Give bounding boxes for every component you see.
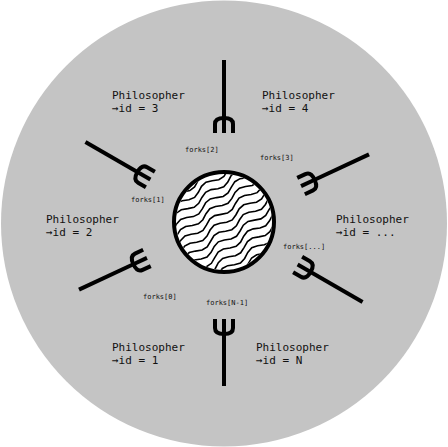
fork-stroke: [130, 250, 151, 273]
fork-stroke: [222, 60, 226, 118]
philosopher-label: Philosopher →id = 3: [112, 89, 191, 115]
forks: [75, 60, 373, 386]
fork-symbol: [215, 319, 233, 386]
fork-stroke: [297, 172, 318, 195]
fork-stroke: [298, 265, 311, 273]
fork-label: forks[N-1]: [206, 299, 248, 308]
philosopher-label: Philosopher →id = 2: [46, 213, 125, 239]
noodle-line: [156, 164, 277, 252]
fork-label: forks[...]: [283, 243, 325, 252]
fork-symbol: [293, 257, 367, 310]
fork-stroke: [293, 257, 315, 280]
noodles: [128, 125, 323, 317]
fork-stroke: [222, 118, 226, 133]
fork-stroke: [133, 164, 155, 187]
fork-label: forks[2]: [185, 146, 219, 155]
fork-label: forks[3]: [260, 154, 294, 163]
plate-rim: [174, 172, 274, 272]
fork-stroke: [215, 319, 233, 334]
fork-symbol: [215, 60, 233, 133]
noodle-line: [197, 223, 318, 311]
fork-stroke: [311, 272, 363, 302]
fork-stroke: [133, 258, 147, 264]
philosopher-label: Philosopher →id = 1: [112, 341, 191, 367]
fork-stroke: [301, 180, 315, 186]
philosopher-label: Philosopher →id = N: [256, 341, 335, 367]
philosopher-label: Philosopher →id = 4: [262, 89, 341, 115]
fork-stroke: [137, 172, 150, 180]
fork-symbol: [297, 146, 373, 194]
fork-stroke: [222, 334, 226, 386]
fork-stroke: [222, 319, 226, 334]
fork-label: forks[0]: [143, 293, 177, 302]
fork-stroke: [79, 264, 133, 289]
fork-label: forks[1]: [131, 196, 165, 205]
noodle-line: [151, 157, 272, 245]
fork-symbol: [81, 134, 155, 187]
fork-stroke: [85, 142, 137, 172]
fork-stroke: [315, 154, 369, 179]
fork-stroke: [215, 118, 233, 133]
fork-symbol: [75, 250, 151, 298]
philosopher-label: Philosopher →id = ...: [336, 213, 415, 239]
noodle-line: [188, 210, 309, 298]
